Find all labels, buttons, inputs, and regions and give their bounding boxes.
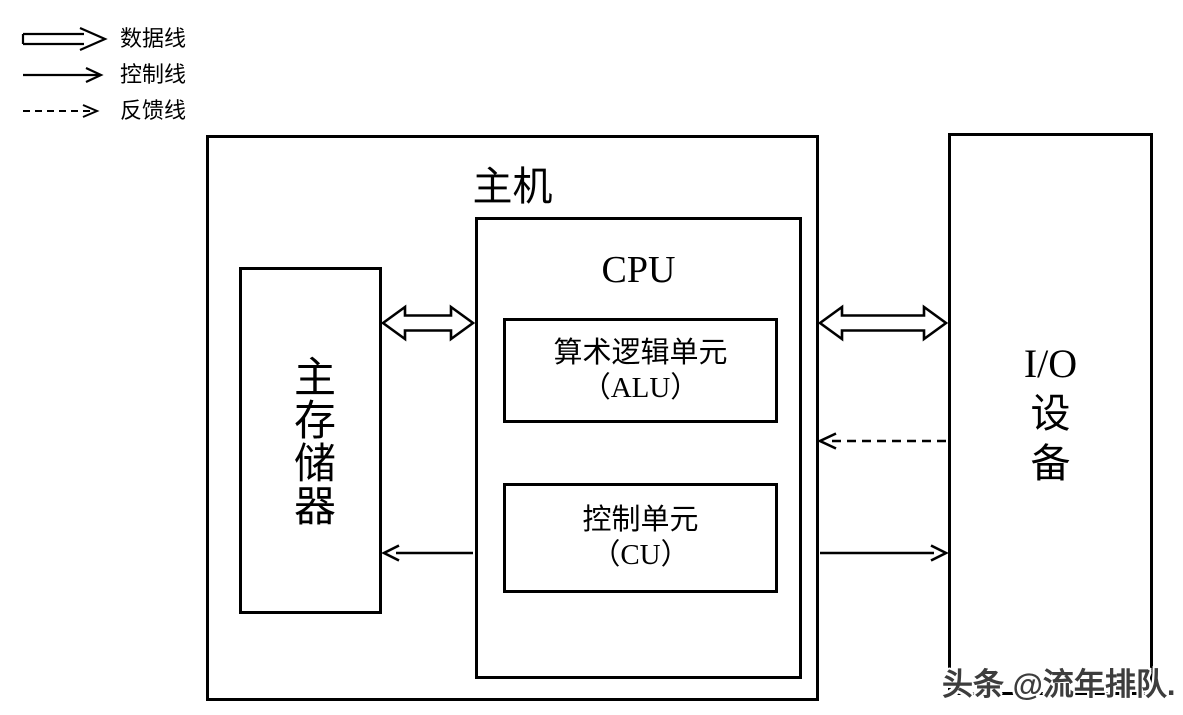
watermark: 头条 @流年排队.: [942, 667, 1176, 702]
main-memory-label: 主存储器: [287, 354, 334, 527]
feedback-line-io-host: [816, 432, 946, 450]
data-line-memory-cpu: [380, 304, 476, 342]
control-line-cpu-memory: [381, 544, 473, 562]
control-line-host-io: [820, 544, 949, 562]
alu-abbr: （ALU）: [581, 371, 700, 404]
legend-item-feedback-line: 反馈线: [20, 96, 186, 126]
legend-item-data-line: 数据线: [20, 24, 186, 54]
io-device-box: I/O 设 备: [948, 133, 1153, 695]
legend-item-control-line: 控制线: [20, 60, 186, 90]
io-label-line1: I/O: [1023, 341, 1078, 386]
data-line-host-io: [817, 304, 949, 342]
cu-name: 控制单元: [582, 504, 699, 536]
alu-box: 算术逻辑单元 （ALU）: [503, 318, 778, 423]
io-label-line2: 设: [1030, 391, 1071, 436]
legend-label-control-line: 控制线: [120, 62, 187, 87]
solid-arrow-icon: [23, 67, 104, 83]
alu-name: 算术逻辑单元: [553, 336, 728, 369]
hollow-double-arrow-icon: [21, 26, 108, 52]
legend-label-feedback-line: 反馈线: [120, 98, 187, 123]
cpu-title: CPU: [601, 249, 676, 291]
host-box: 主机: [206, 135, 819, 701]
cu-box: 控制单元 （CU）: [503, 483, 778, 593]
cu-abbr: （CU）: [591, 539, 690, 571]
cpu-box: CPU: [475, 217, 802, 679]
host-title: 主机: [472, 164, 553, 209]
main-memory-box: 主存储器: [239, 267, 382, 614]
dashed-arrow-icon: [23, 104, 100, 118]
legend-label-data-line: 数据线: [120, 26, 187, 51]
legend: 数据线 控制线 反馈线: [20, 24, 186, 132]
io-label-line3: 备: [1030, 441, 1071, 486]
